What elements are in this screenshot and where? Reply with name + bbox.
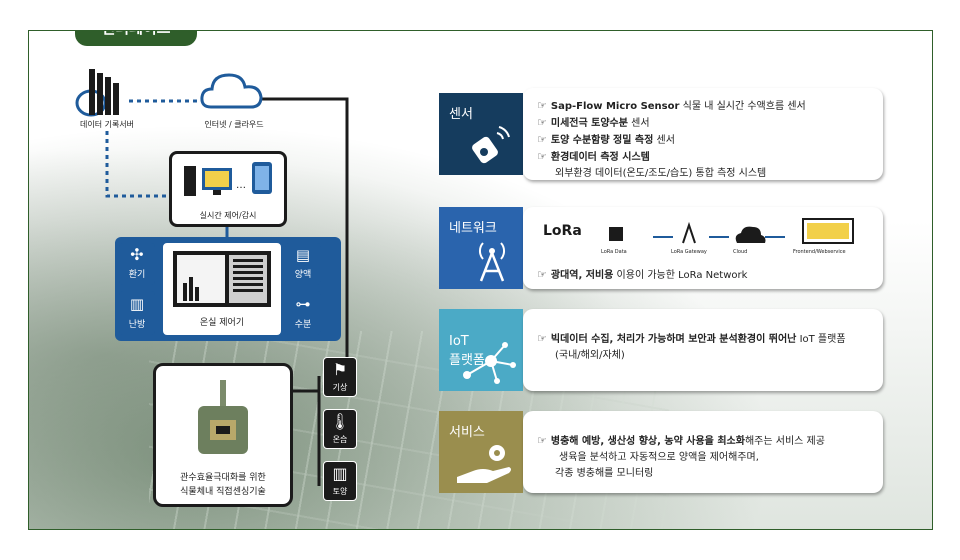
category-iot: IoT 플랫폼 xyxy=(439,309,523,391)
cloud-label: 인터넷 / 클라우드 xyxy=(204,120,264,129)
water-box: ⊶ 수분 xyxy=(285,291,321,335)
soil-label: 토양 xyxy=(332,487,348,496)
category-sensor: 센서 xyxy=(439,93,523,175)
category-network-label: 네트워크 xyxy=(449,221,497,236)
hand-gear-icon xyxy=(457,445,511,483)
sensor-line-3: ☞토양 수분함량 정밀 측정 센서 xyxy=(537,133,675,146)
valve-icon: ⊶ xyxy=(295,295,311,313)
pointing-hand-icon: ☞ xyxy=(537,332,547,345)
cloud-icon xyxy=(200,73,263,109)
pointing-hand-icon: ☞ xyxy=(537,99,547,112)
svg-text:…: … xyxy=(236,180,246,191)
controller-box: 온실 제어기 xyxy=(163,243,281,335)
nutrient-label: 양액 xyxy=(294,270,312,280)
data-server-icon xyxy=(75,69,119,117)
pointing-hand-icon: ☞ xyxy=(537,116,547,129)
category-sensor-label: 센서 xyxy=(449,107,473,122)
pointing-hand-icon: ☞ xyxy=(537,268,547,281)
category-network: 네트워크 xyxy=(439,207,523,289)
step-frontend: Frontend/Webservice xyxy=(793,249,846,255)
category-iot-label: IoT 플랫폼 xyxy=(449,334,485,368)
monitoring-devices-icon: … xyxy=(184,162,272,196)
controller-panel-icon xyxy=(173,251,271,307)
weathervane-icon: ⚑ xyxy=(332,360,348,379)
service-card: ☞병충해 예방, 생산성 향상, 농약 사용을 최소화해주는 서비스 제공 생육… xyxy=(523,411,883,493)
sensor-caption-1: 관수효율극대화를 위한 xyxy=(180,473,266,483)
soil-icon: ▥ xyxy=(332,464,348,483)
monitor-label: 실시간 제어/감시 xyxy=(199,211,257,220)
thermometer-icon: 🌡 xyxy=(329,412,351,431)
step-lora-gateway: LoRa Gateway xyxy=(671,249,707,255)
ventilation-label: 환기 xyxy=(128,270,146,280)
monitoring-box: … 실시간 제어/감시 xyxy=(169,151,287,227)
pointing-hand-icon: ☞ xyxy=(537,133,547,146)
ventilation-box: ✣ 환기 xyxy=(119,243,155,285)
sensor-line-5: 외부환경 데이터(온도/조도/습도) 통합 측정 시스템 xyxy=(555,168,767,179)
network-line: ☞광대역, 저비용 이용이 가능한 LoRa Network xyxy=(537,268,748,281)
category-service: 서비스 xyxy=(439,411,523,493)
iot-card: ☞빅데이터 수집, 처리가 가능하며 보안과 분석환경이 뛰어난 IoT 플랫폼… xyxy=(523,309,883,391)
soil-box: ▥ 토양 xyxy=(323,461,357,501)
sensor-device-icon xyxy=(472,126,510,164)
controller-label: 온실 제어기 xyxy=(199,318,245,328)
category-service-label: 서비스 xyxy=(449,425,485,440)
temp-humidity-box: 🌡 온습 xyxy=(323,409,357,449)
service-line-1: ☞병충해 예방, 생산성 향상, 농약 사용을 최소화해주는 서비스 제공 xyxy=(537,434,825,447)
fan-icon: ✣ xyxy=(130,245,144,264)
nutrient-box: ▤ 양액 xyxy=(285,243,321,285)
interface-panel: 인터페이스 데이터 기록서버 인터넷 / 클라우드 … 실시간 제어/감시 ✣ … xyxy=(28,30,933,530)
service-line-3: 각종 병충해를 모니터링 xyxy=(555,468,654,479)
weather-box: ⚑ 기상 xyxy=(323,357,357,397)
sensor-line-1: ☞Sap-Flow Micro Sensor 식물 내 실시간 수액흐름 센서 xyxy=(537,99,806,112)
plant-sensor-icon xyxy=(198,380,248,454)
sensor-card: ☞Sap-Flow Micro Sensor 식물 내 실시간 수액흐름 센서 … xyxy=(523,88,883,180)
network-flow-diagram xyxy=(609,218,854,244)
service-line-2: 생육을 분석하고 자동적으로 양액을 제어해주며, xyxy=(559,452,759,463)
lora-logo: LoRa xyxy=(543,223,582,239)
heating-label: 난방 xyxy=(128,320,146,330)
pointing-hand-icon: ☞ xyxy=(537,150,547,163)
interface-tab: 인터페이스 xyxy=(75,31,197,46)
step-lora-data: LoRa Data xyxy=(601,249,627,255)
weather-label: 기상 xyxy=(332,383,348,392)
pointing-hand-icon: ☞ xyxy=(537,434,547,447)
step-cloud: Cloud xyxy=(733,249,748,255)
server-label: 데이터 기록서버 xyxy=(79,120,135,129)
temp-humidity-label: 온습 xyxy=(332,435,348,444)
network-card: LoRa LoRa Data LoRa Gateway Cloud Fronte… xyxy=(523,207,883,289)
sensor-line-4: ☞환경데이터 측정 시스템 xyxy=(537,150,650,163)
sensor-caption-2: 식물체내 직접센싱기술 xyxy=(180,487,266,497)
sensor-box: 관수효율극대화를 위한 식물체내 직접센싱기술 xyxy=(153,363,293,507)
sensor-line-2: ☞미세전극 토양수분 센서 xyxy=(537,116,650,129)
network-nodes-icon xyxy=(463,342,516,384)
tank-icon: ▤ xyxy=(295,246,311,264)
antenna-tower-icon xyxy=(479,242,505,282)
water-label: 수분 xyxy=(294,320,312,330)
iot-line-1: ☞빅데이터 수집, 처리가 가능하며 보안과 분석환경이 뛰어난 IoT 플랫폼 xyxy=(537,332,846,345)
heating-box: ▥ 난방 xyxy=(119,291,155,335)
heater-icon: ▥ xyxy=(129,295,145,313)
iot-line-2: (국내/해외/자체) xyxy=(555,350,625,361)
connection-lines xyxy=(105,97,349,486)
